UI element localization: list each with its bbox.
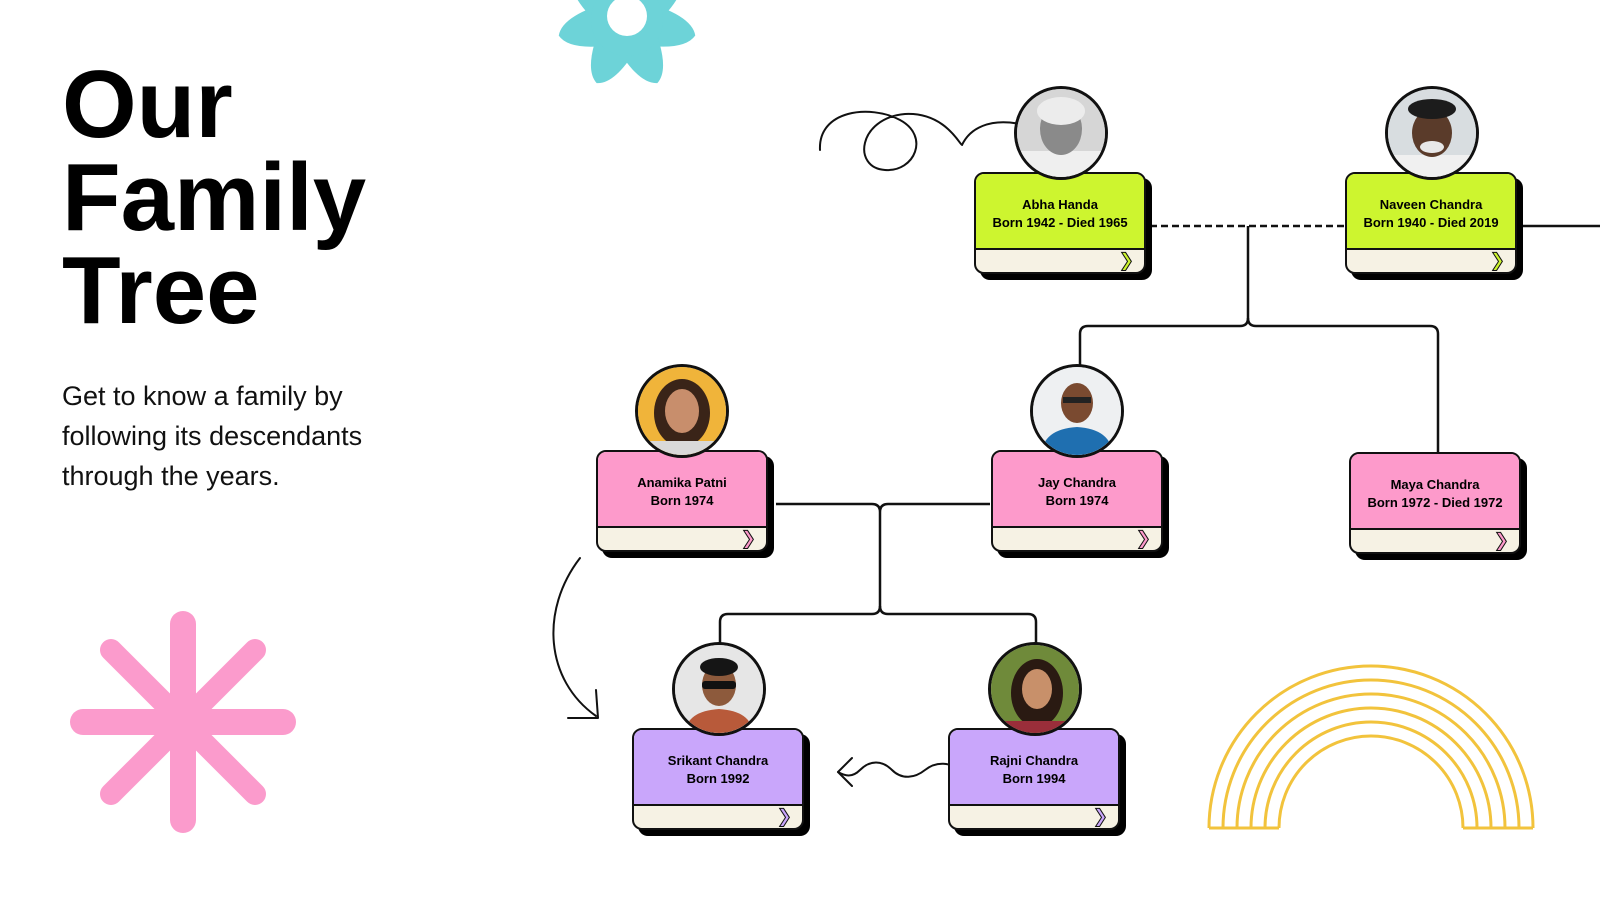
avatar-photo — [672, 642, 766, 736]
curved-arrow-decoration — [552, 557, 597, 717]
couple-to-children-connector — [878, 605, 1038, 652]
member-name: Srikant Chandra — [667, 753, 769, 768]
member-name: Rajni Chandra — [989, 753, 1079, 768]
title-line: Family — [62, 144, 367, 251]
page-title: Our Family Tree — [62, 51, 367, 344]
title-line: Our — [62, 51, 233, 158]
chevron-right-icon[interactable]: ❯ — [1135, 528, 1151, 548]
avatar-photo — [635, 364, 729, 458]
member-name: Abha Handa — [1022, 197, 1098, 212]
wavy-arrow-decoration — [837, 761, 967, 778]
parents-to-children-connector — [1246, 317, 1440, 452]
member-name: Naveen Chandra — [1379, 197, 1483, 212]
member-name: Maya Chandra — [1390, 477, 1480, 492]
chevron-right-icon[interactable]: ❯ — [776, 806, 792, 826]
member-dates: Born 1992 — [686, 771, 750, 786]
avatar-photo — [1385, 86, 1479, 180]
chevron-right-icon[interactable]: ❯ — [740, 528, 756, 548]
arrowhead-icon — [567, 689, 599, 719]
member-name: Anamika Patni — [637, 475, 727, 490]
avatar-photo — [1014, 86, 1108, 180]
couple-to-children-connector — [718, 605, 882, 652]
pink-asterisk-decoration — [70, 611, 296, 833]
member-dates: Born 1974 — [1045, 493, 1109, 508]
chevron-right-icon[interactable]: ❯ — [1118, 250, 1134, 270]
member-dates: Born 1974 — [650, 493, 714, 508]
chevron-right-icon[interactable]: ❯ — [1092, 806, 1108, 826]
squiggle-line-decoration — [818, 110, 1021, 172]
member-dates: Born 1942 - Died 1965 — [992, 215, 1128, 230]
teal-flower-decoration — [558, 0, 696, 84]
title-line: Tree — [62, 237, 260, 344]
chevron-right-icon[interactable]: ❯ — [1489, 250, 1505, 270]
member-dates: Born 1940 - Died 2019 — [1363, 215, 1499, 230]
arrowhead-icon — [837, 757, 853, 787]
member-dates: Born 1972 - Died 1972 — [1367, 495, 1503, 510]
avatar-photo — [988, 642, 1082, 736]
member-dates: Born 1994 — [1002, 771, 1066, 786]
chevron-right-icon[interactable]: ❯ — [1493, 530, 1509, 550]
page-subtitle: Get to know a family by following its de… — [62, 381, 363, 491]
avatar-photo — [1030, 364, 1124, 458]
rainbow-decoration — [1207, 664, 1535, 830]
couple-connector — [776, 502, 990, 606]
member-name: Jay Chandra — [1037, 475, 1117, 490]
